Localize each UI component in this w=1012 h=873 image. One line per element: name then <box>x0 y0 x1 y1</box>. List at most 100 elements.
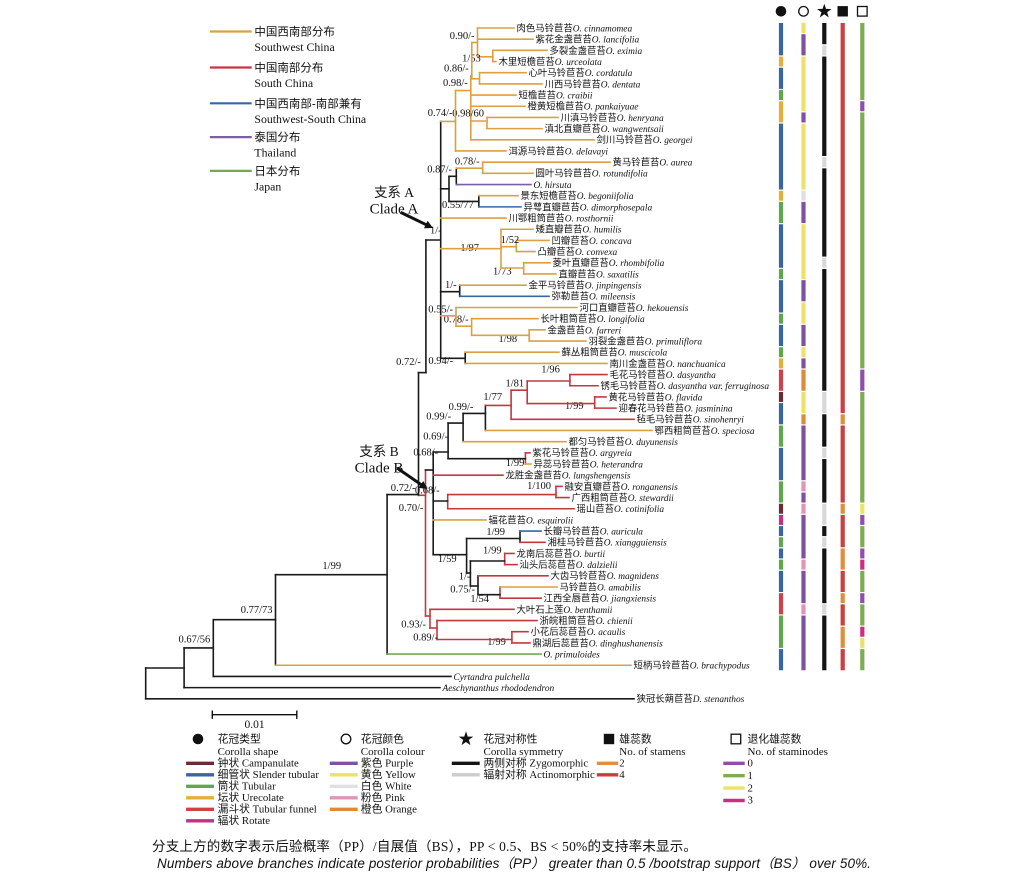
tip-label: Aeschynanthus rhododendron <box>442 684 555 694</box>
trait-bar-shape <box>778 570 784 592</box>
tip-label-chinese: 狭冠长蒴苣苔 <box>637 693 693 705</box>
trait-legend-item-label: 2 <box>619 758 624 770</box>
support-value: 1/59 <box>438 554 457 565</box>
tip-label-chinese: 都匀马铃苣苔 <box>569 436 625 448</box>
region-legend-zh: 泰国分布 <box>254 130 300 144</box>
support-value: 0.72/- <box>391 483 416 494</box>
tip-label-scientific: O. stewardii <box>628 494 674 504</box>
trait-legend-item-label: 紫色 Purple <box>361 756 414 770</box>
tip-label: 紫花马铃苣苔O. argyreia <box>533 447 633 459</box>
trait-legend-item-label: 2 <box>748 782 753 794</box>
trait-bar-shape <box>778 56 784 67</box>
tip-label-scientific: O. duyunensis <box>625 438 678 448</box>
tip-label-scientific: O. muscicola <box>618 349 668 359</box>
tip-label: 羽裂金盏苣苔O. primuliflora <box>589 335 703 347</box>
trait-bar-shape <box>778 90 784 101</box>
tip-label-chinese: 洱源马铃苣苔 <box>509 145 565 157</box>
tip-label-scientific: O. convexa <box>575 248 617 258</box>
tip-label: 藓丛粗筒苣苔O. muscicola <box>562 347 668 359</box>
tip-label: 异萼直瓣苣苔O. dimorphosepala <box>524 201 653 213</box>
tip-label-scientific: O. eximia <box>606 47 643 57</box>
tip-label-scientific: O. pankaiyuae <box>584 103 639 113</box>
tip-label-scientific: O. chienii <box>596 617 633 627</box>
trait-bar-staminodes <box>860 649 865 671</box>
support-value: 0.98/60 <box>452 109 484 120</box>
tip-label: 鼎湖后蕊苣苔O. dinghushanensis <box>533 637 664 649</box>
support-value: 0.99/- <box>449 402 474 413</box>
tip-label-chinese: 融安直瓣苣苔 <box>565 481 621 493</box>
trait-bar-stamens <box>840 503 845 514</box>
trait-bar-stamens <box>840 414 845 425</box>
tip-label-chinese: 剑川马铃苣苔 <box>597 134 653 146</box>
tip-label-chinese: 长叶粗筒苣苔 <box>541 313 597 325</box>
tip-label: 川鄂粗筒苣苔O. rosthornii <box>509 212 614 224</box>
tip-label-chinese: 龙胜金盏苣苔 <box>506 470 562 482</box>
support-value: 0.94/- <box>428 356 453 367</box>
tip-label-scientific: O. mileensis <box>589 293 636 303</box>
trait-bar-stamens <box>840 604 845 626</box>
tip-label: 短柄马铃苣苔O. brachypodus <box>634 660 751 672</box>
tip-label-chinese: 长瓣马铃苣苔 <box>544 526 600 538</box>
trait-legend-item-label: 粉色 Pink <box>361 790 406 804</box>
trait-bar-shape <box>778 224 784 268</box>
tip-label: 菱叶直瓣苣苔O. rhombifolia <box>553 257 665 269</box>
trait-bar-staminodes <box>860 391 865 503</box>
trait-bar-colour <box>801 604 806 615</box>
support-value: 1/98 <box>499 334 518 345</box>
tip-label: 金平马铃苣苔O. jinpingensis <box>529 280 642 292</box>
tip-label: 迎春花马铃苣苔O. jasminina <box>619 403 733 415</box>
tip-label-chinese: 大叶石上莲 <box>517 604 564 616</box>
tip-label-chinese: 异蕊马铃苣苔 <box>534 458 590 470</box>
trait-bar-colour <box>801 324 806 347</box>
tip-label-scientific: O. dasyantha var. ferruginosa <box>657 381 770 392</box>
tip-label-scientific: O. acaulis <box>587 628 626 638</box>
tip-label-scientific: O. nanchuanica <box>666 360 726 370</box>
circle-open-icon <box>798 5 809 17</box>
trait-bar-stamens <box>840 514 845 548</box>
support-value: 1/100 <box>527 481 551 492</box>
tip-label: 江西全唇苣苔O. jiangxiensis <box>544 593 657 605</box>
trait-bar-colour <box>801 224 806 279</box>
tip-label-chinese: 橙黄短檐苣苔 <box>528 101 584 113</box>
trait-bar-shape <box>778 201 784 224</box>
trait-legend-title-zh: 退化雄蕊数 <box>748 732 802 746</box>
region-legend-en: South China <box>254 76 313 90</box>
tip-label-scientific: O. humilis <box>582 226 621 236</box>
region-legend-zh: 中国南部分布 <box>254 61 323 75</box>
trait-bar-shape <box>778 324 784 347</box>
tip-label-scientific: O. jinpingensis <box>585 282 642 292</box>
tip-label: 木里短檐苣苔O. urceolata <box>499 56 603 68</box>
trait-bar-stamens <box>840 649 845 671</box>
tip-label: 橙黄短檐苣苔O. pankaiyuae <box>528 101 639 113</box>
tip-label-scientific: O. heterandra <box>590 460 643 470</box>
tip-label-chinese: 短柄马铃苣苔 <box>634 660 690 672</box>
tip-label: 汕头后蕊苣苔O. dalzielii <box>520 559 618 571</box>
circle-filled-legend-icon <box>192 733 204 745</box>
trait-bar-symmetry <box>822 157 827 168</box>
tip-label-chinese: 鄂西粗筒苣苔 <box>655 425 711 437</box>
tip-label: 短檐苣苔O. craibii <box>519 89 593 101</box>
trait-bar-shape <box>778 503 784 514</box>
trait-legend-title-zh: 花冠类型 <box>218 732 261 746</box>
trait-bar-stamens <box>840 570 845 592</box>
clade-label-en: Clade A <box>370 202 419 218</box>
trait-bar-staminodes <box>860 514 865 525</box>
trait-bar-symmetry <box>822 537 827 548</box>
tip-label: 锈毛马铃苣苔O. dasyantha var. ferruginosa <box>601 380 770 392</box>
tip-label-scientific: O. primuloides <box>544 650 601 660</box>
clade-arrow-shaft <box>396 466 424 487</box>
support-value: 1/73 <box>493 267 512 278</box>
tip-label-scientific: O. hekouensis <box>636 304 689 314</box>
trait-bar-shape <box>778 537 784 548</box>
trait-bar-symmetry <box>822 548 827 604</box>
trait-bar-shape <box>778 514 784 525</box>
tip-label-chinese: 川滇马铃苣苔 <box>561 112 617 124</box>
tip-label-chinese: 藓丛粗筒苣苔 <box>562 347 618 359</box>
trait-bar-colour <box>801 34 806 56</box>
trait-bar-shape <box>778 548 784 559</box>
support-value: 0.72/- <box>396 357 421 368</box>
support-value: 0.78/- <box>455 157 480 168</box>
tip-label: 长叶粗筒苣苔O. longifolia <box>541 313 645 325</box>
tip-label-chinese: 迎春花马铃苣苔 <box>619 403 685 415</box>
trait-bar-colour <box>801 23 806 33</box>
